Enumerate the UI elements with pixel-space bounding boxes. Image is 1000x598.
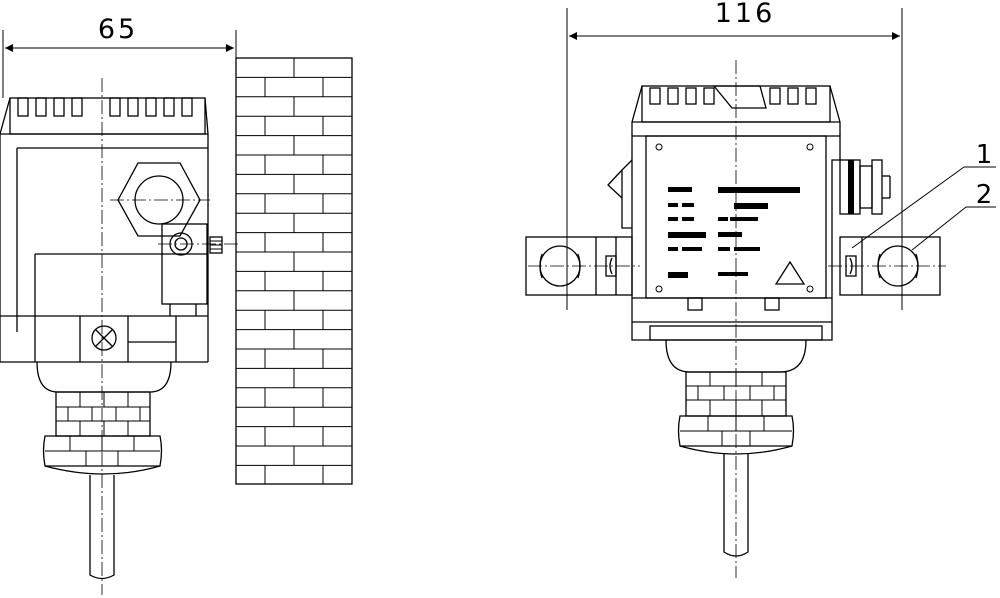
callout-2: 2 — [911, 180, 996, 251]
side-bracket — [158, 223, 240, 316]
cap-fin — [71, 97, 83, 117]
cap-fin — [181, 97, 193, 117]
cap-fin — [145, 97, 157, 117]
housing-body — [0, 134, 209, 363]
cap-fin — [35, 97, 47, 117]
housing-cap — [0, 97, 209, 135]
cap-fin — [127, 97, 139, 117]
warning-triangle-icon — [774, 260, 806, 285]
cap-fin — [109, 97, 121, 117]
dimension-116-label: 116 — [715, 0, 776, 29]
hex-gland-side — [110, 162, 210, 237]
callout-1: 1 — [851, 140, 996, 249]
front-neck — [665, 60, 807, 578]
brick-wall — [235, 57, 353, 485]
dimension-65-label: 65 — [98, 14, 138, 45]
cap-fin — [17, 97, 29, 117]
cap-fin — [649, 87, 661, 105]
cap-fin — [667, 87, 679, 105]
front-view: 116 — [525, 0, 996, 578]
ground-terminal-symbol — [91, 325, 117, 351]
callout-1-label: 1 — [976, 140, 993, 170]
cap-fin — [805, 87, 817, 105]
nameplate — [668, 187, 806, 285]
cap-fin — [163, 97, 175, 117]
cap-fin — [703, 87, 715, 105]
cap-fin — [53, 97, 65, 117]
cap-fin — [787, 87, 799, 105]
left-bracket — [525, 236, 640, 296]
cap-fin — [685, 87, 697, 105]
callout-2-label: 2 — [976, 180, 993, 210]
cap-fin — [769, 87, 781, 105]
left-connector — [607, 159, 633, 229]
dimension-116: 116 — [566, 0, 903, 310]
side-neck — [36, 78, 172, 595]
right-bracket — [828, 236, 946, 296]
dimension-65: 65 — [2, 14, 237, 98]
side-view: 65 — [0, 14, 353, 595]
right-gland — [839, 159, 891, 215]
